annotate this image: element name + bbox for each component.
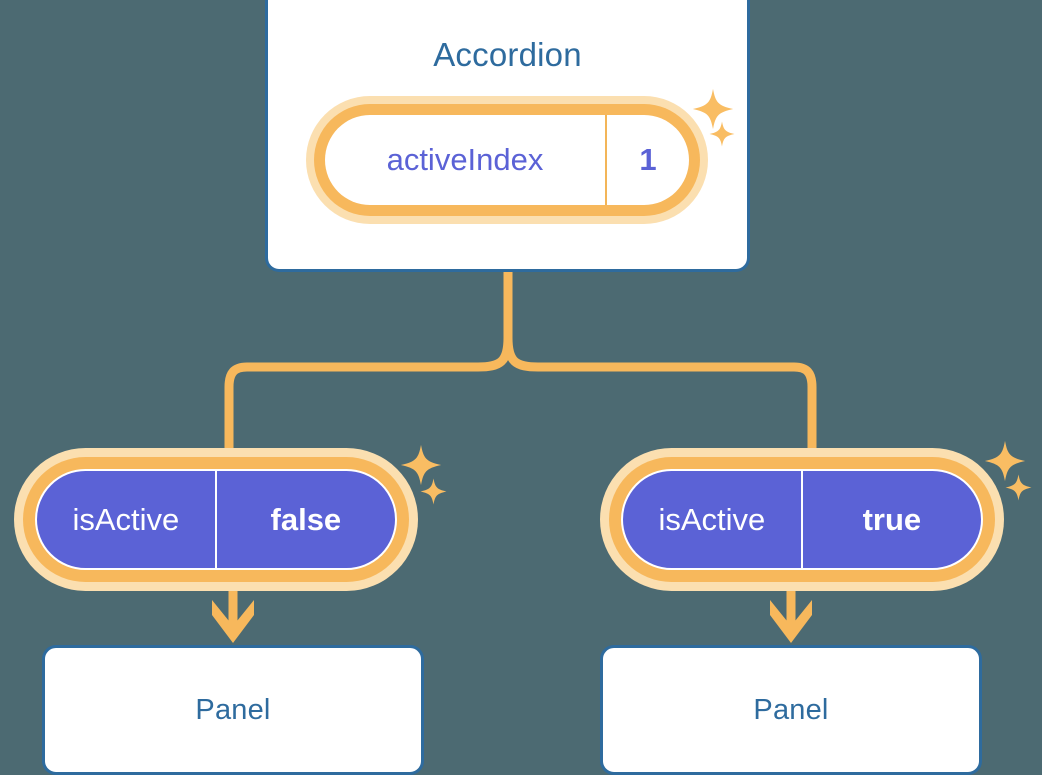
state-pill-is-active-right[interactable]: isActive true [600, 448, 1004, 591]
arrow-down-icon-left [212, 588, 254, 643]
state-key-label: isActive [623, 471, 803, 568]
state-value-label: true [862, 501, 922, 537]
state-value-label: false [270, 501, 342, 537]
state-value-label: 1 [639, 142, 657, 177]
state-key-label: activeIndex [325, 115, 607, 205]
pill-body: activeIndex 1 [325, 115, 689, 205]
state-key-label: isActive [37, 471, 217, 568]
pill-body: isActive true [621, 469, 983, 570]
connector-branch-left [224, 333, 513, 455]
pill-body: isActive false [35, 469, 397, 570]
sparkle-icon-left-small [420, 478, 447, 505]
accordion-title: Accordion [433, 36, 582, 73]
connector-branch-right [503, 333, 817, 455]
panel-component-right[interactable]: Panel [600, 645, 982, 775]
panel-component-left[interactable]: Panel [42, 645, 424, 775]
panel-title-left: Panel [195, 693, 271, 726]
state-pill-active-index[interactable]: activeIndex 1 [306, 96, 708, 224]
panel-title-right: Panel [753, 693, 829, 726]
sparkle-icon-right-small [1005, 474, 1032, 501]
arrow-down-icon-right [770, 588, 812, 643]
state-pill-is-active-left[interactable]: isActive false [14, 448, 418, 591]
